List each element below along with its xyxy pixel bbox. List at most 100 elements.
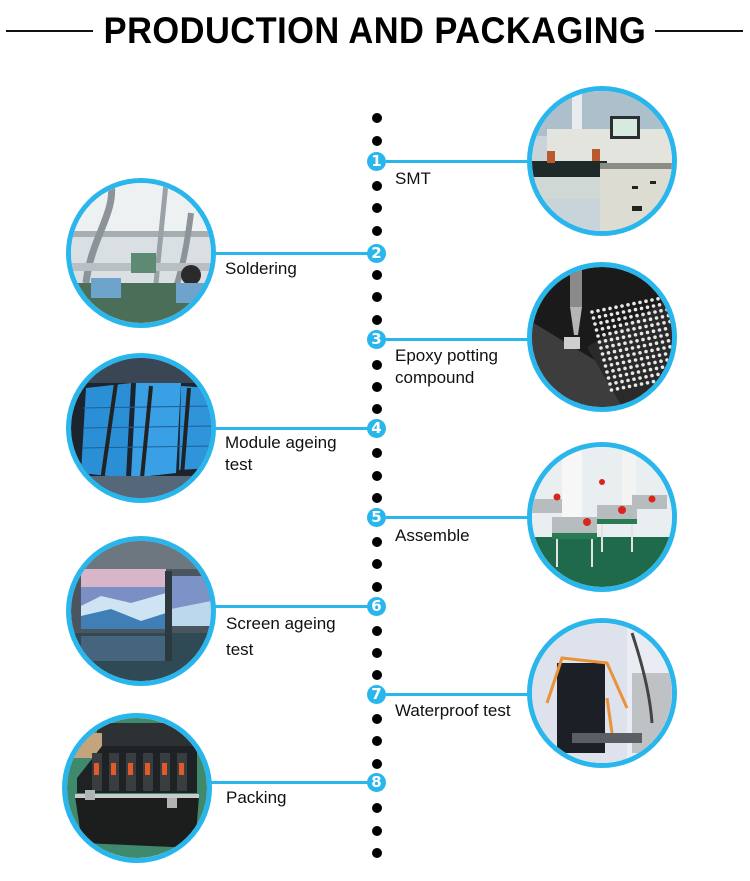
led-dot xyxy=(611,318,615,323)
led-dot xyxy=(653,310,657,314)
led-dot xyxy=(605,370,609,374)
led-dot xyxy=(644,349,648,354)
led-dot xyxy=(633,383,638,387)
led-dot xyxy=(644,299,648,303)
led-dot xyxy=(630,346,635,350)
led-dot xyxy=(645,381,650,385)
timeline-dot xyxy=(372,626,382,636)
led-dot xyxy=(665,307,669,312)
led-dot xyxy=(663,352,668,356)
step-label-smt: SMT xyxy=(395,169,431,188)
led-dot xyxy=(602,333,606,337)
led-dot xyxy=(603,364,608,368)
led-dot xyxy=(638,351,642,355)
led-dot xyxy=(600,352,605,356)
led-dot xyxy=(629,340,633,344)
led-dot xyxy=(654,341,659,345)
connector-line-3 xyxy=(386,338,531,341)
led-dot xyxy=(656,372,660,377)
soldering-workshop-photo xyxy=(66,178,216,328)
timeline-dot xyxy=(372,736,382,746)
step-label-line: Module ageing xyxy=(225,433,337,452)
step-label-line: compound xyxy=(395,368,475,387)
step-label-packing: Packing xyxy=(226,788,287,807)
smt-machine-illustration xyxy=(532,91,672,231)
led-dot xyxy=(600,327,605,331)
led-dot xyxy=(663,301,668,306)
led-dot xyxy=(627,309,632,313)
led-dot xyxy=(620,379,624,384)
timeline-dot xyxy=(372,759,382,769)
led-dot xyxy=(654,366,659,371)
led-dot xyxy=(633,333,638,337)
led-dot xyxy=(665,358,669,362)
led-dot xyxy=(648,367,653,372)
led-dot xyxy=(635,364,639,368)
led-dot xyxy=(609,337,614,342)
led-dot xyxy=(626,378,630,383)
led-dot xyxy=(653,335,657,339)
led-dot xyxy=(614,355,618,360)
led-dot xyxy=(630,321,635,325)
led-dot xyxy=(609,312,614,317)
led-dot xyxy=(635,313,639,318)
led-dot xyxy=(659,359,663,363)
led-dot xyxy=(650,298,654,302)
led-dot xyxy=(611,343,615,348)
connector-line-4 xyxy=(210,427,368,430)
led-dot xyxy=(632,301,636,306)
timeline-dot xyxy=(372,493,382,503)
led-dot xyxy=(630,371,635,375)
led-dot xyxy=(635,339,639,343)
led-dot xyxy=(627,359,632,363)
timeline-dot xyxy=(372,360,382,370)
led-dot xyxy=(657,328,662,332)
led-dot xyxy=(590,310,594,314)
led-dot xyxy=(623,366,627,371)
led-dot xyxy=(633,358,638,362)
waterproof-illustration xyxy=(532,623,672,763)
led-dot xyxy=(639,306,644,311)
led-dot xyxy=(615,311,620,315)
led-dot xyxy=(618,323,623,327)
led-dot xyxy=(639,382,644,386)
step-label-line: test xyxy=(226,640,254,659)
led-dot xyxy=(629,365,633,369)
led-dot xyxy=(657,378,662,383)
led-dot xyxy=(639,357,644,361)
led-dot xyxy=(612,324,617,329)
led-dot xyxy=(621,360,626,365)
timeline-dot xyxy=(372,848,382,858)
led-dot xyxy=(645,355,650,360)
led-dot xyxy=(614,330,618,335)
led-dot xyxy=(644,375,648,379)
step-number-badge: 1 xyxy=(367,152,386,171)
led-dot xyxy=(642,318,647,323)
led-dot xyxy=(621,385,626,390)
led-dot xyxy=(623,316,627,320)
led-dot xyxy=(663,327,668,331)
step-number-badge: 4 xyxy=(367,419,386,438)
led-dot xyxy=(666,364,671,368)
led-dot xyxy=(599,321,603,325)
timeline-dot xyxy=(372,803,382,813)
led-dot xyxy=(653,360,657,365)
led-dot xyxy=(648,342,653,347)
led-dot xyxy=(660,365,665,369)
led-dot xyxy=(657,303,662,307)
step-label-assemble: Assemble xyxy=(395,526,470,545)
waterproof-test-photo xyxy=(527,618,677,768)
step-number-badge: 6 xyxy=(367,597,386,616)
led-dot xyxy=(662,371,666,375)
header-rule-left xyxy=(6,30,93,32)
led-dot xyxy=(614,305,618,309)
timeline-dot xyxy=(372,670,382,680)
led-dot xyxy=(636,370,641,374)
timeline-dot xyxy=(372,648,382,658)
timeline-dot xyxy=(372,203,382,213)
timeline-dot xyxy=(372,471,382,481)
step-label-module-ageing: Module ageing test xyxy=(225,432,337,476)
led-dot xyxy=(663,377,668,381)
led-dot xyxy=(662,295,666,300)
led-dot xyxy=(606,351,611,355)
